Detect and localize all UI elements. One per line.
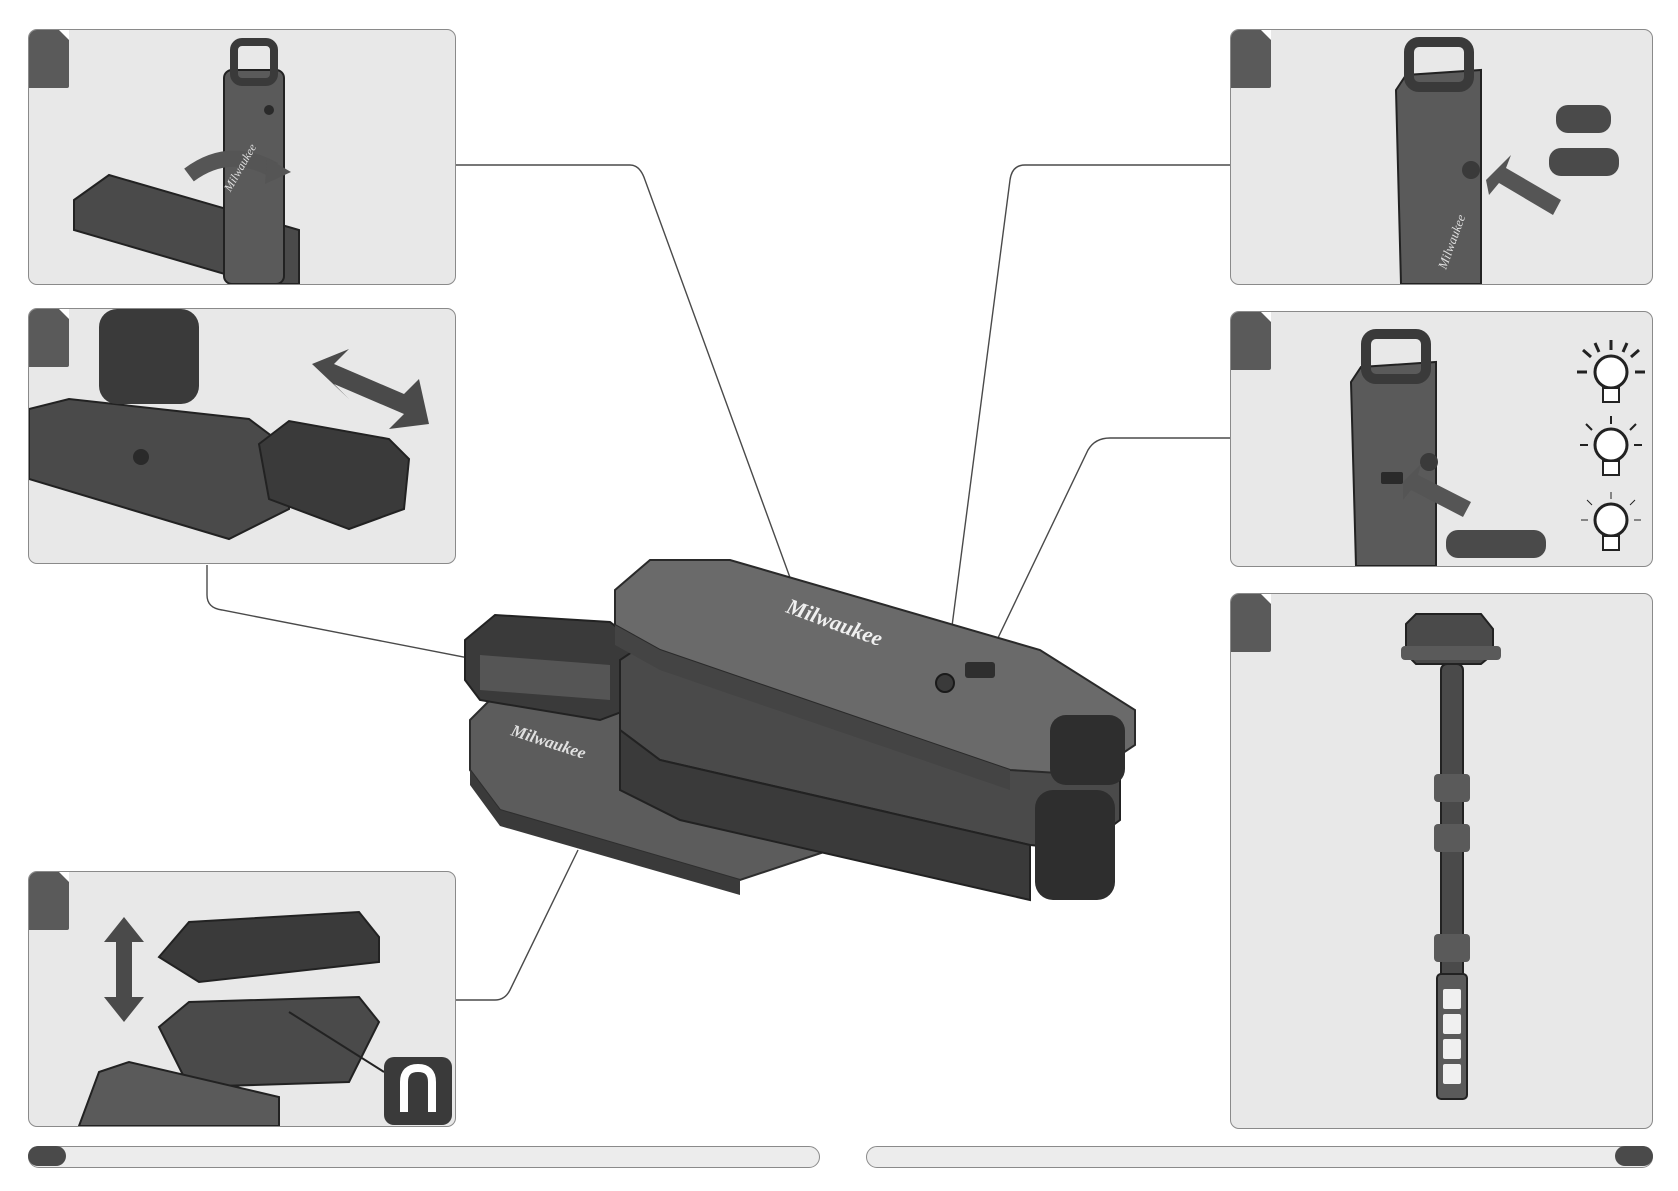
leader-line-rotate [455,165,800,605]
bulb-low-icon [1581,492,1641,550]
hanging-strap-illustration [1231,594,1652,1128]
page-bar-right [866,1146,1653,1168]
panel-rotate-stand: Milwaukee [28,29,456,285]
state-indicator-top [1556,105,1611,133]
page-marker-right [1615,1146,1653,1166]
state-indicator-bottom [1549,148,1619,176]
brightness-mode-illustration [1231,312,1652,566]
leader-line-magnet [455,850,578,1000]
panel-battery-insert [28,308,456,564]
panel-magnetic-base [28,871,456,1127]
battery-insert-illustration [29,309,455,563]
panel-hanging-strap [1230,593,1653,1129]
panel-brightness-modes [1230,311,1653,567]
panel-power-button: Milwaukee [1230,29,1653,285]
leader-line-mode [985,438,1230,665]
rotate-stand-illustration: Milwaukee [29,30,455,284]
brand-logo-top: Milwaukee [782,593,886,651]
mode-indicator [1446,530,1546,558]
leader-line-battery [207,565,520,668]
brand-logo-rear: Milwaukee [508,720,589,762]
page-bar-left [28,1146,820,1168]
page-marker-left [28,1146,66,1166]
bulb-medium-icon [1580,416,1642,475]
bulb-high-icon [1577,340,1645,402]
magnetic-base-illustration [29,872,455,1126]
leader-line-power [945,165,1230,680]
